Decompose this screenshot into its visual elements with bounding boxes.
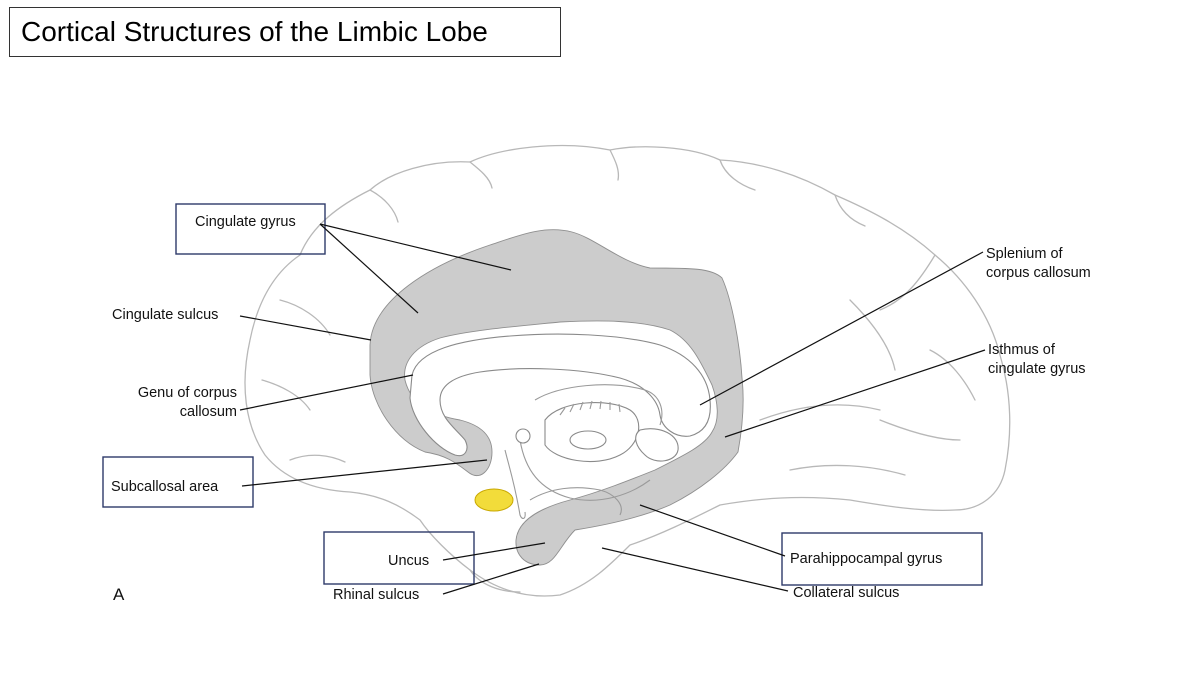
anterior-commissure: [515, 428, 531, 444]
midbrain-outline: [519, 439, 651, 516]
label-collateral-sulcus: Collateral sulcus: [793, 585, 899, 601]
label-cingulate-sulcus: Cingulate sulcus: [112, 307, 218, 323]
limbic-lobe-region: [369, 229, 744, 566]
striation-lines: [559, 400, 621, 416]
leader-rhinal-sulcus: [442, 563, 540, 595]
leader-cingulate-gyrus-b: [319, 223, 419, 314]
label-subcallosal-area: Subcallosal area: [111, 479, 219, 495]
subcallosal-area-frame: [102, 456, 254, 508]
label-isthmus-line2: cingulate gyrus: [988, 361, 1086, 377]
gyral-outline-mid: [261, 254, 961, 463]
label-isthmus-line1: Isthmus of: [988, 342, 1056, 358]
leader-parahippocampal-gyrus: [639, 504, 786, 557]
leader-collateral-sulcus: [601, 547, 789, 592]
pineal-region: [635, 428, 679, 462]
uncus-frame: [323, 531, 475, 585]
label-genu-line1: Genu of corpus: [138, 385, 237, 401]
label-rhinal-sulcus: Rhinal sulcus: [333, 587, 419, 603]
slide-title: Cortical Structures of the Limbic Lobe: [9, 7, 561, 57]
fornix-curve: [534, 384, 663, 426]
leader-splenium: [699, 251, 984, 406]
label-splenium-line2: corpus callosum: [986, 265, 1091, 281]
uncus-highlight: [474, 488, 514, 512]
leader-genu: [239, 374, 414, 411]
panel-letter: A: [113, 585, 125, 604]
gyral-outline-top: [369, 149, 866, 227]
label-parahippocampal-gyrus: Parahippocampal gyrus: [790, 551, 942, 567]
leader-isthmus: [724, 349, 986, 438]
interthalamic-adhesion: [569, 430, 607, 450]
label-splenium-line1: Splenium of: [986, 246, 1064, 262]
optic-stalk: [504, 449, 526, 519]
label-genu-line2: callosum: [180, 404, 237, 420]
leader-uncus: [442, 542, 546, 561]
parahippocampal-gyrus-frame: [781, 532, 983, 586]
gyral-outline-occipital: [759, 349, 976, 476]
label-cingulate-gyrus: Cingulate gyrus: [195, 214, 296, 230]
leader-cingulate-gyrus-a: [319, 223, 512, 271]
leader-cingulate-sulcus: [239, 315, 372, 341]
leader-subcallosal-area: [241, 459, 488, 487]
corpus-callosum: [409, 333, 711, 457]
temporal-pole-outline: [469, 569, 521, 593]
label-uncus: Uncus: [388, 553, 429, 569]
